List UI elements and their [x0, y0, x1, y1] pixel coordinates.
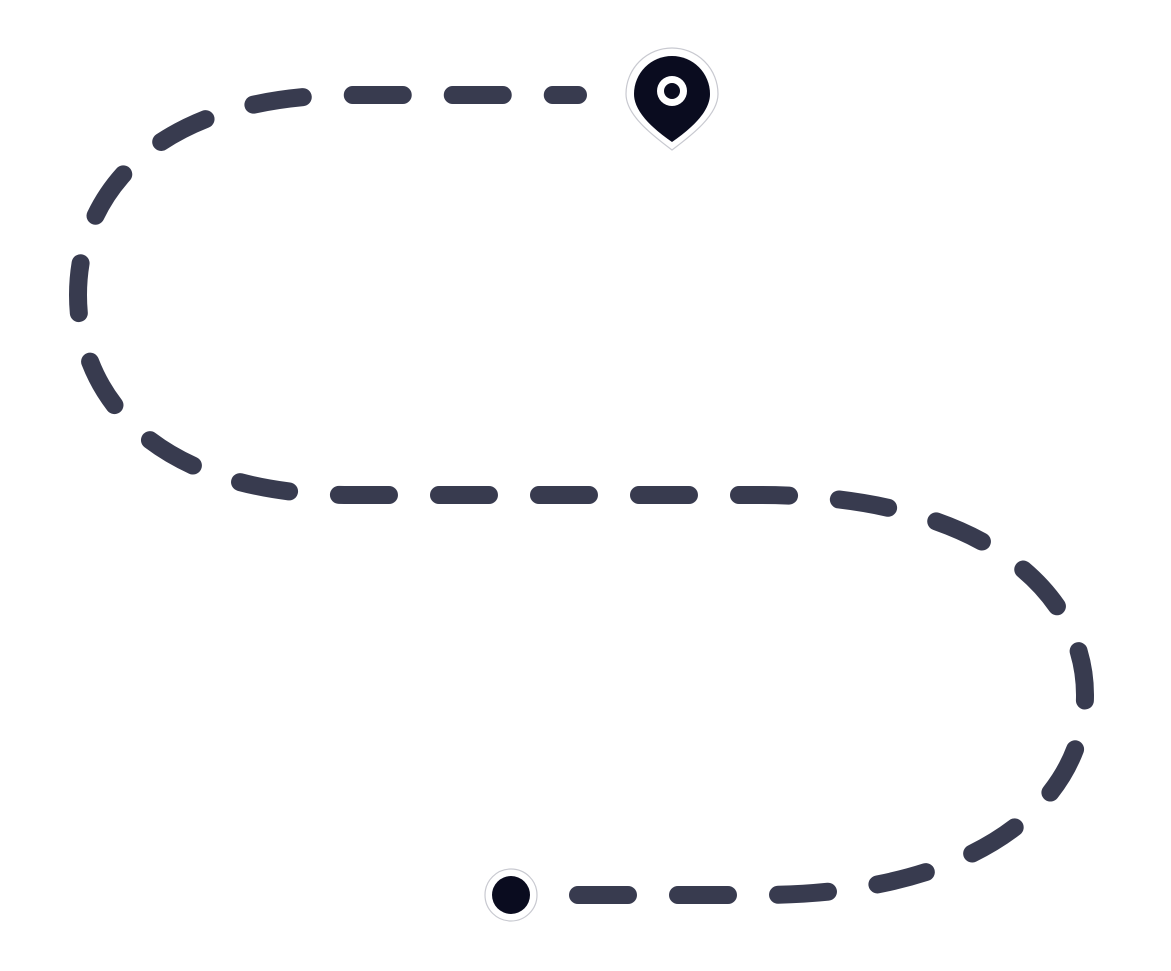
dashed-route-path: [68, 86, 1095, 904]
map-pin-hole: [664, 83, 680, 99]
dot-icon: [484, 868, 538, 922]
map-pin-icon: [625, 47, 719, 151]
start-dot: [492, 876, 530, 914]
